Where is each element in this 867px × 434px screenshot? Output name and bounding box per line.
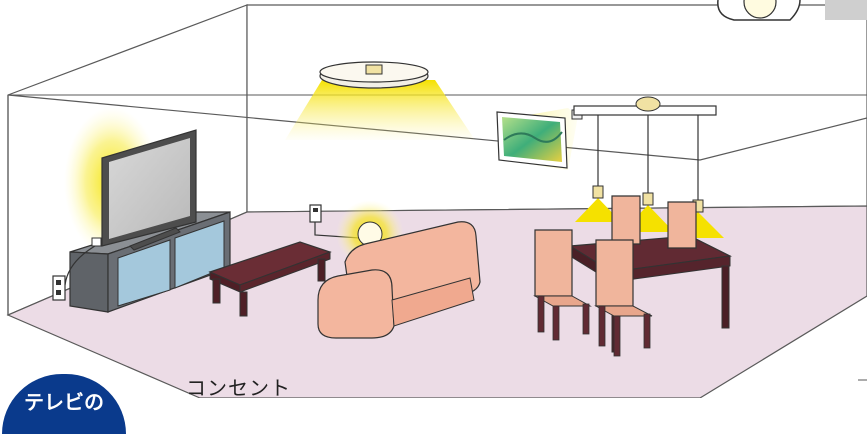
outlet-label: コンセント <box>186 376 291 400</box>
tv-wall-outlet <box>52 245 96 301</box>
sofa <box>317 221 481 339</box>
dining-chairs-back <box>611 195 697 249</box>
living-room-illustration <box>6 0 867 398</box>
television <box>91 129 197 251</box>
ceiling-front-edge <box>7 94 867 161</box>
pendant-lights <box>573 96 724 238</box>
wall-painting <box>496 108 583 170</box>
coffee-table <box>208 241 332 317</box>
dining-chairs-front <box>533 229 653 357</box>
corner-lamp-icon <box>717 0 867 21</box>
ceiling-light <box>285 61 475 140</box>
tv-caption-badge-text: テレビの <box>24 390 104 414</box>
